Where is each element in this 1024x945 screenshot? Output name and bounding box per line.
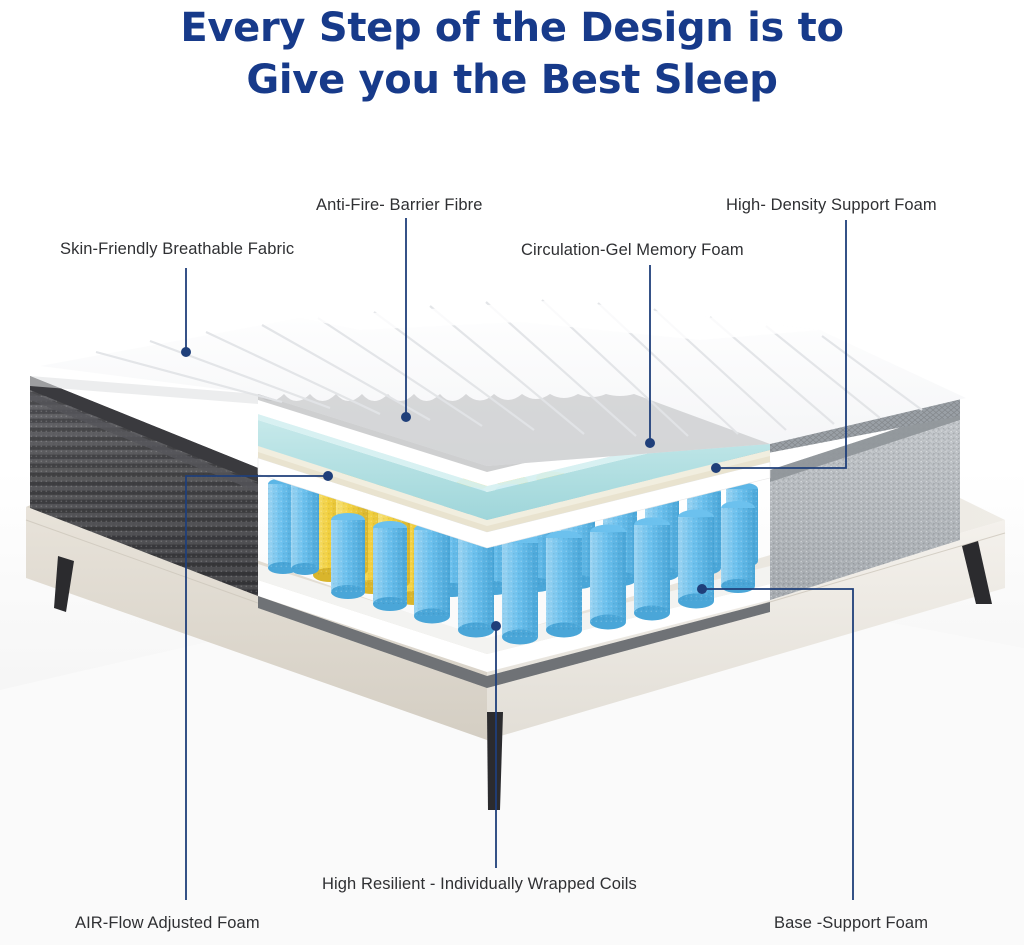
bed-leg-right: [962, 541, 992, 604]
layer-barrier-fibre: [258, 400, 770, 486]
leader-air-flow-adjusted-foam: [185, 475, 326, 900]
leader-dot-anti-fire-barrier-fibre: [401, 412, 411, 422]
title-line-1: Every Step of the Design is to: [180, 5, 844, 51]
bed-leg-left: [54, 556, 74, 612]
layer-gel-memory-foam: [258, 420, 770, 520]
callout-label-base-support-foam: Base -Support Foam: [774, 914, 929, 932]
callout-label-skin-friendly-breathable-fabric: Skin-Friendly Breathable Fabric: [60, 240, 295, 258]
bed-leg-front: [487, 712, 503, 810]
leader-dot-skin-friendly-breathable-fabric: [181, 347, 191, 357]
title-line-2: Give you the Best Sleep: [246, 57, 778, 103]
leader-dot-circulation-gel-memory-foam: [645, 438, 655, 448]
leader-dot-base-support-foam: [697, 584, 707, 594]
leader-base-support-foam: [704, 588, 854, 900]
callout-label-anti-fire-barrier-fibre: Anti-Fire- Barrier Fibre: [316, 196, 483, 214]
leader-high-density-support-foam: [716, 220, 847, 469]
leader-dot-high-resilient-wrapped-coils: [491, 621, 501, 631]
callout-label-air-flow-adjusted-foam: AIR-Flow Adjusted Foam: [75, 914, 260, 932]
quilted-top-surface: [40, 299, 966, 466]
page-title: Every Step of the Design is to Give you …: [0, 0, 1024, 106]
leader-dot-high-density-support-foam: [711, 463, 721, 473]
callout-label-circulation-gel-memory-foam: Circulation-Gel Memory Foam: [521, 241, 744, 259]
callout-label-high-density-support-foam: High- Density Support Foam: [726, 196, 937, 214]
leader-dot-air-flow-adjusted-foam: [323, 471, 333, 481]
callout-label-high-resilient-wrapped-coils: High Resilient - Individually Wrapped Co…: [322, 875, 637, 893]
